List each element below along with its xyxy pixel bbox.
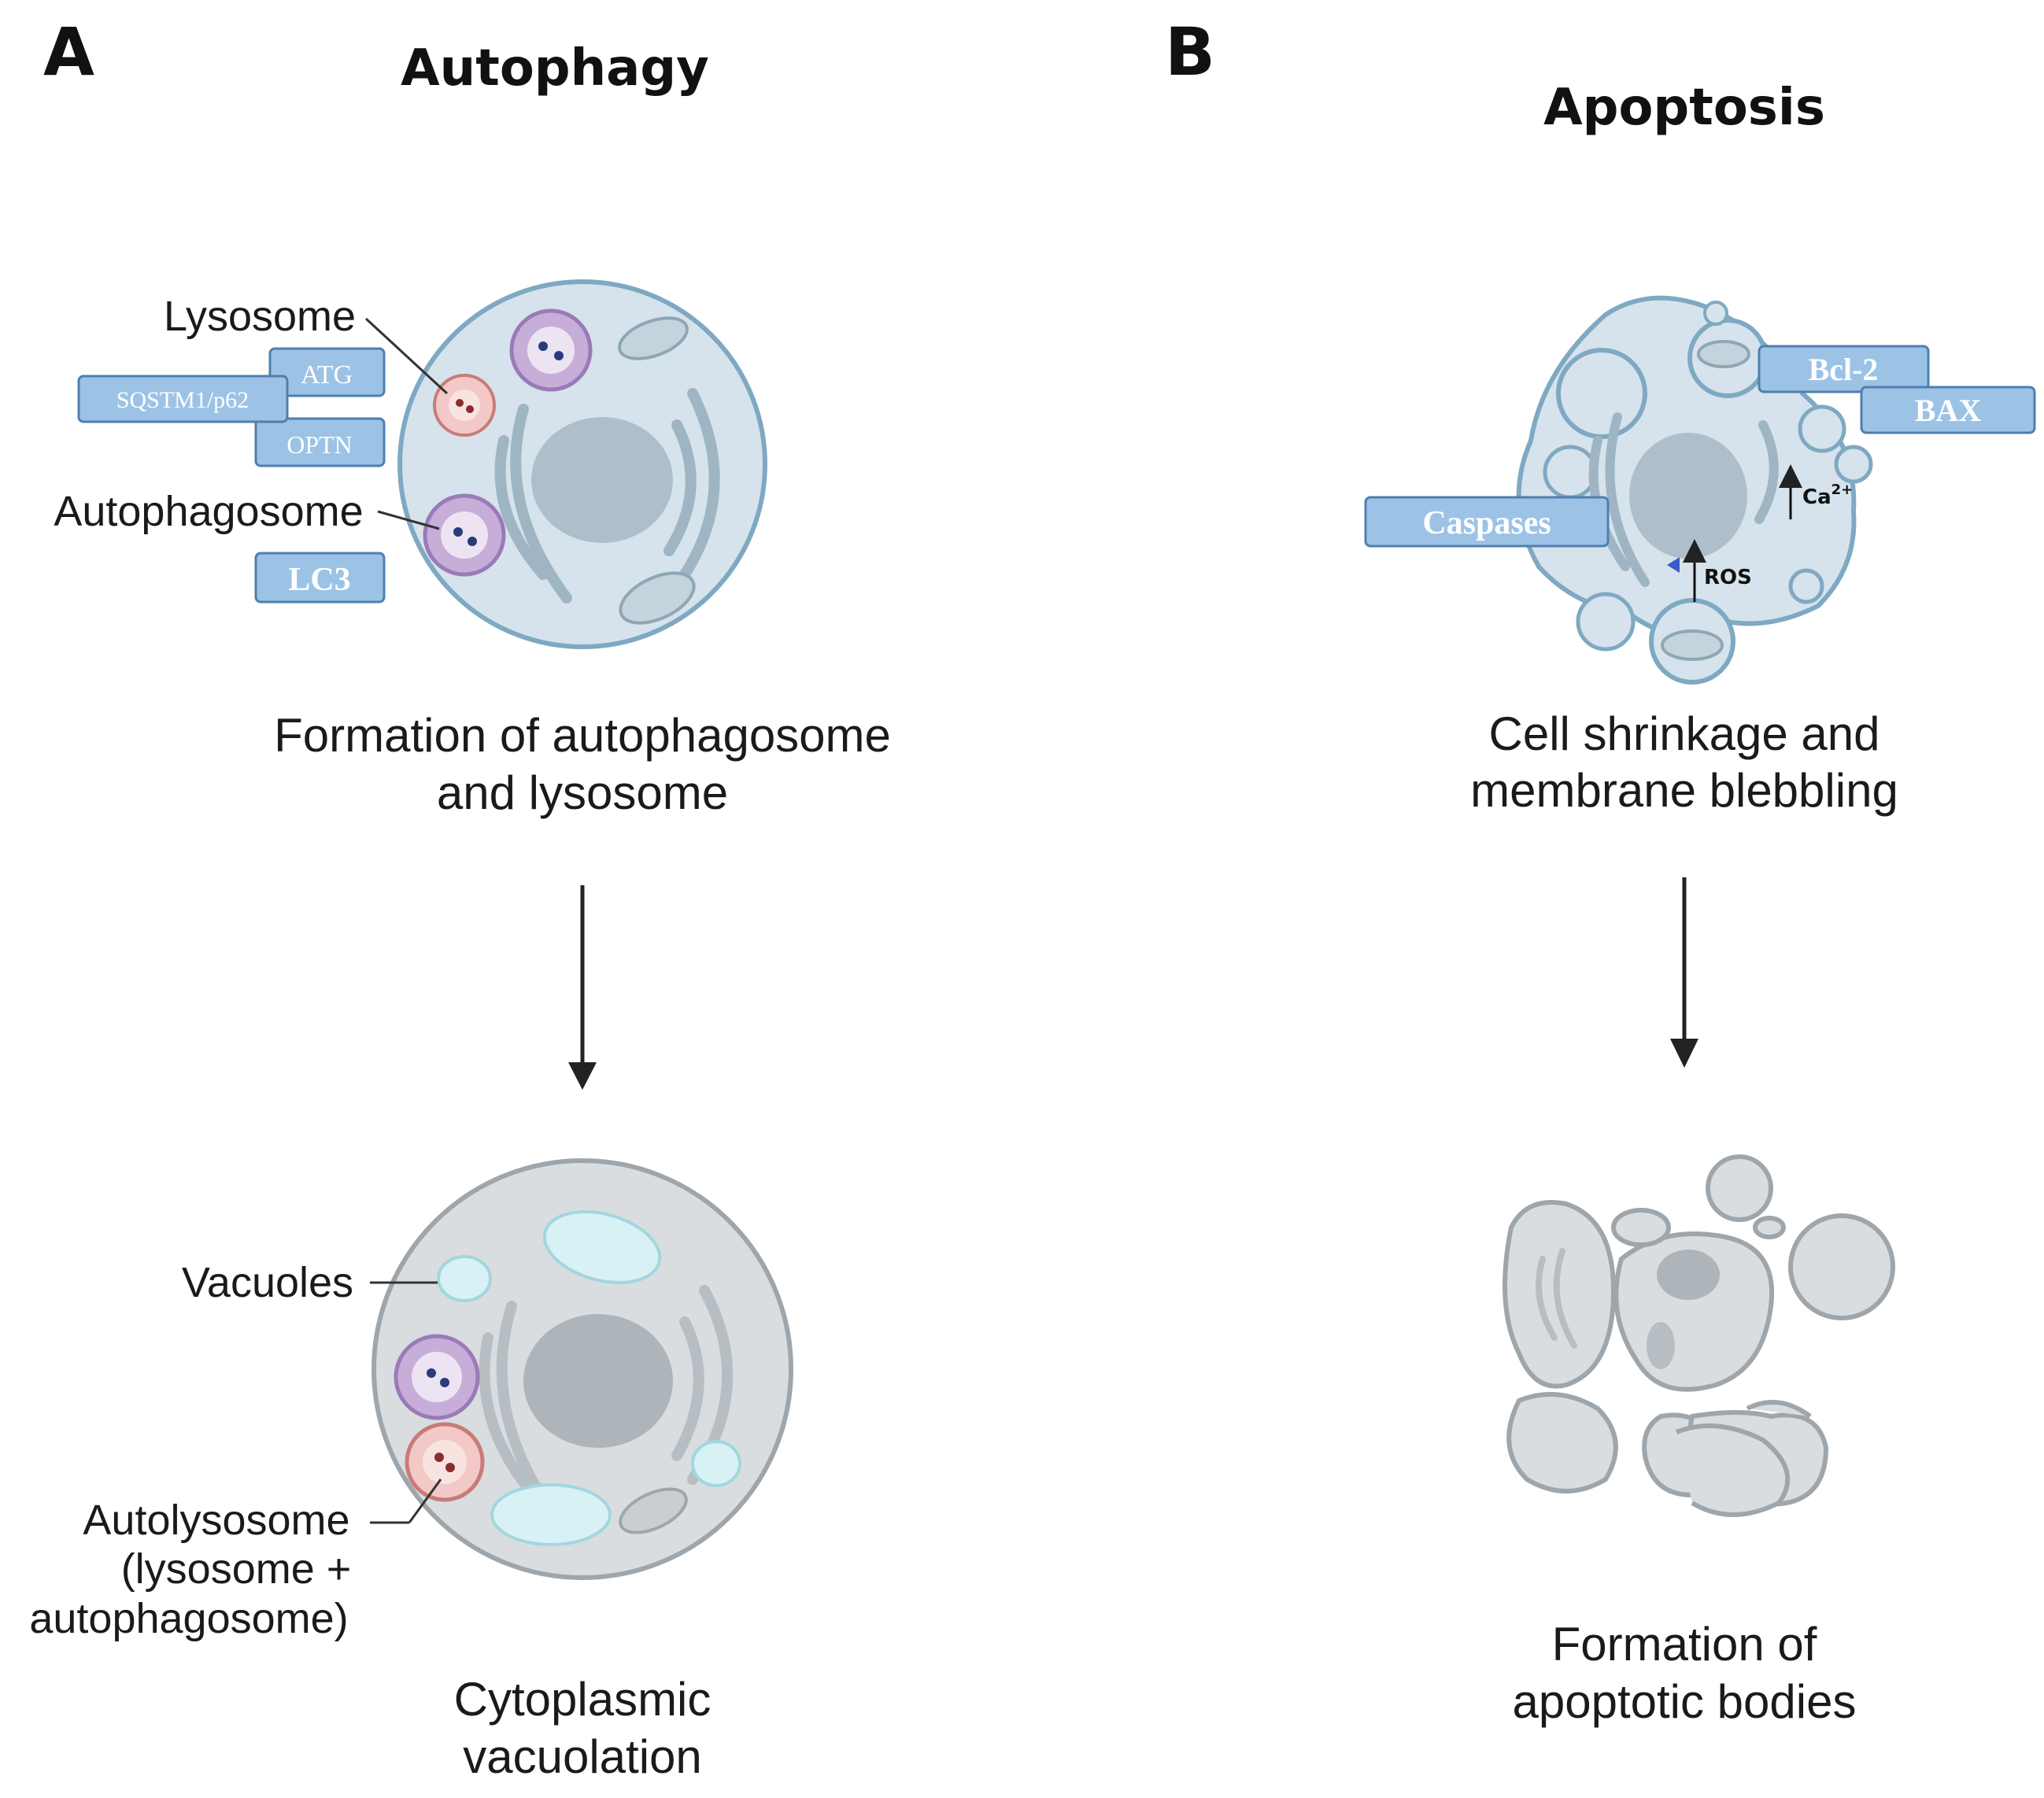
- svg-text:SQSTM1/p62: SQSTM1/p62: [116, 387, 249, 413]
- autolysosome-label-3: autophagosome): [29, 1595, 348, 1642]
- panel-a-arrowhead: [568, 1062, 597, 1090]
- svg-text:Bcl-2: Bcl-2: [1809, 352, 1879, 387]
- ros-label: ROS: [1704, 566, 1752, 589]
- panel-a-caption-bottom-1: Cytoplasmic: [454, 1673, 712, 1726]
- autolysosome-label-1: Autolysosome: [83, 1497, 349, 1544]
- panel-b-caption-top-1: Cell shrinkage and: [1489, 707, 1880, 760]
- autolysosome-leader-line-2: [408, 1479, 442, 1523]
- apoptotic-bodies: [1503, 1154, 1895, 1517]
- lysosome-label: Lysosome: [164, 293, 356, 340]
- tag-bax: BAX: [1860, 386, 2036, 434]
- tag-bcl2: Bcl-2: [1758, 345, 1930, 393]
- autophagy-cell-bottom: [371, 1158, 793, 1580]
- autophagy-cell-top: [397, 279, 767, 649]
- apoptotic-bodies-nucleus: [1647, 1250, 1720, 1369]
- tag-caspases: Caspases: [1364, 496, 1610, 548]
- panel-a-caption-top-1: Formation of autophagosome: [274, 709, 891, 762]
- autolysosome-label-2: (lysosome +: [121, 1545, 352, 1593]
- svg-text:Caspases: Caspases: [1422, 505, 1551, 541]
- svg-text:ATG: ATG: [301, 360, 353, 390]
- svg-text:OPTN: OPTN: [286, 430, 353, 459]
- ros-triangle-icon: [1667, 557, 1680, 573]
- apoptotic-bodies-details: [1536, 1248, 1577, 1349]
- panel-b-letter: B: [1165, 13, 1215, 90]
- panel-b: B Apoptosis Ca2+ ROS: [1165, 13, 2036, 1728]
- svg-text:LC3: LC3: [288, 562, 350, 598]
- autophagosome-leader-line: [377, 510, 440, 530]
- panel-b-caption-top-2: membrane blebbling: [1470, 764, 1898, 817]
- ca-label: Ca2+: [1802, 482, 1853, 509]
- panel-b-title: Apoptosis: [1543, 79, 1825, 137]
- panel-a-caption-top-2: and lysosome: [437, 766, 728, 819]
- tag-optn: OPTN: [254, 417, 386, 467]
- panel-b-caption-bottom-1: Formation of: [1552, 1618, 1817, 1671]
- vacuoles-label: Vacuoles: [182, 1259, 353, 1306]
- tag-sqstm1: SQSTM1/p62: [77, 375, 289, 423]
- panel-b-arrowhead: [1670, 1039, 1698, 1068]
- svg-text:BAX: BAX: [1915, 393, 1982, 428]
- autophagosome-label: Autophagosome: [54, 488, 363, 535]
- tag-atg: ATG: [268, 347, 386, 397]
- tag-lc3: LC3: [254, 552, 386, 604]
- panel-a-letter: A: [43, 13, 94, 90]
- panel-a-caption-bottom-2: vacuolation: [463, 1730, 702, 1783]
- lysosome-leader-line: [364, 317, 449, 395]
- panel-b-caption-bottom-2: apoptotic bodies: [1513, 1675, 1857, 1728]
- panel-a-title: Autophagy: [401, 39, 709, 98]
- panel-a: A Autophagy: [29, 13, 891, 1783]
